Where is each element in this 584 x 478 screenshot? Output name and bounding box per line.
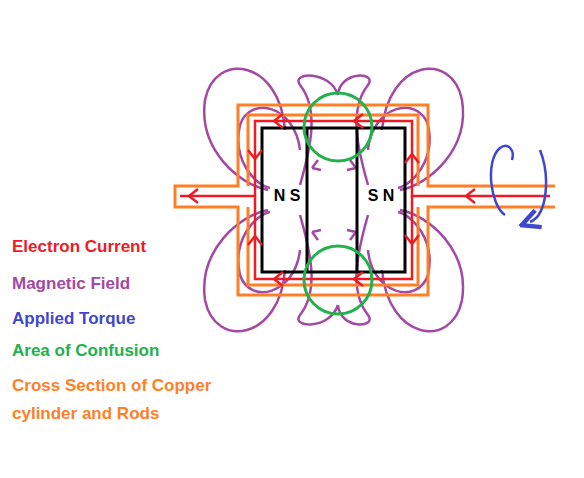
magnet-housing [262,128,405,272]
legend-text: Electron Current [12,237,146,256]
legend-text: Cross Section of Copper cylinder and Rod… [12,376,211,423]
confusion-circle [304,93,372,314]
legend-entry: Cross Section of Copper cylinder and Rod… [12,372,252,428]
legend-entry: Magnetic Field [12,270,252,298]
legend-text: Area of Confusion [12,341,159,360]
legend-entry: Area of Confusion [12,337,252,365]
legend-entry: Applied Torque [12,305,252,333]
magnet-pole-label: S N [368,188,395,204]
torque-arrow [491,146,546,222]
legend-text: Magnetic Field [12,274,130,293]
legend-entry: Electron Current [12,233,252,261]
magnetic-field-lines [204,69,463,332]
copper-cylinder [175,105,555,295]
legend-text: Applied Torque [12,309,135,328]
magnet-pole-label: N S [274,188,301,204]
